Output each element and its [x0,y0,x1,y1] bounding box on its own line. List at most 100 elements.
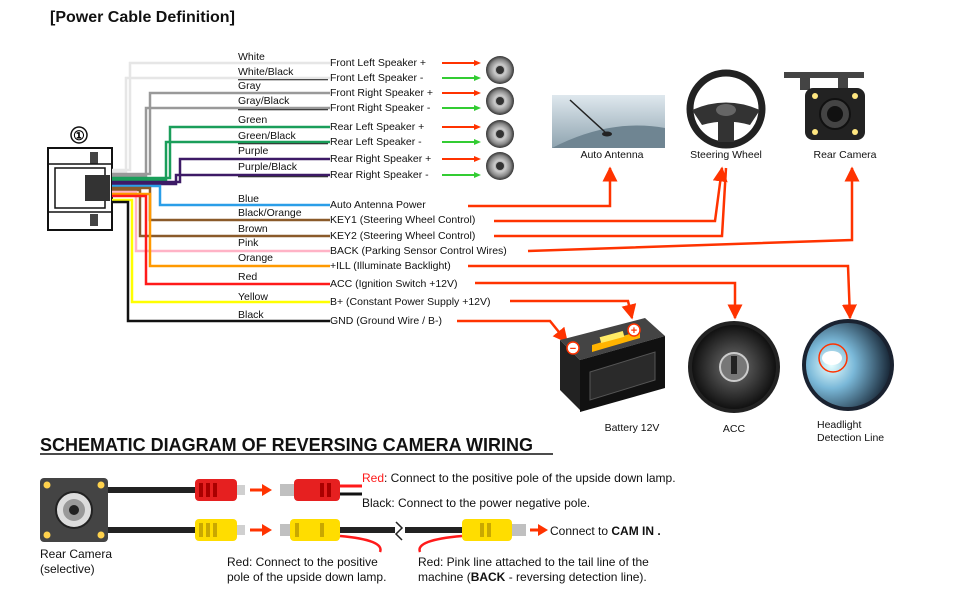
speaker-arrow [474,105,481,111]
wire-line [112,61,330,172]
power-cable-row [108,479,362,501]
red-left-note-1: Red: Connect to the positive [227,555,378,569]
rear-camera-icon [784,72,865,140]
red-right-note-2a: machine ( [418,570,471,584]
steering-wheel-icon [686,69,766,149]
wire-line [112,125,330,180]
wire-color-label: Red [238,271,257,283]
red-right-note-2b: BACK [471,570,506,584]
wire-function-label: Front Right Speaker - [330,102,431,114]
speaker-arrow [474,60,481,66]
battery-minus-sign: − [570,343,576,355]
black-note: Black: Connect to the power negative pol… [362,496,590,510]
wire-line [112,188,330,238]
svg-text:Red: Connect to the positive p: Red: Connect to the positive pole of the… [362,471,676,485]
wire-color-label: Gray [238,80,262,92]
wire-color-label: Orange [238,252,273,264]
speaker-arrow [474,75,481,81]
svg-text:machine (BACK - reversing dete: machine (BACK - reversing detection line… [418,570,647,584]
antenna-label: Auto Antenna [580,149,643,161]
acc-switch-image [688,321,780,413]
svg-text:Connect to CAM IN .: Connect to CAM IN . [550,524,661,538]
speaker-center [496,66,504,74]
headlight-label-1: Headlight [817,419,861,431]
red-left-note-2: pole of the upside down lamp. [227,570,386,584]
page-title: [Power Cable Definition] [50,9,235,26]
wire-color-label: Pink [238,237,259,249]
wire-color-label: Purple/Black [238,161,298,173]
wire-function-label: KEY1 (Steering Wheel Control) [330,214,475,226]
schematic-camera-label-1: Rear Camera [40,547,112,561]
wire-function-label: Rear Left Speaker - [330,136,422,148]
wire-function-label: Rear Right Speaker - [330,169,429,181]
wire-color-label: White/Black [238,66,294,78]
wire-function-label: Rear Left Speaker + [330,121,424,133]
battery-label: Battery 12V [605,422,660,434]
steering-wheel-label: Steering Wheel [690,149,762,161]
speaker-group [442,56,514,180]
speaker-arrow [474,139,481,145]
wire-line [112,192,330,268]
wire-color-label: Blue [238,193,259,205]
wire-function-label: KEY2 (Steering Wheel Control) [330,230,475,242]
wire-line [112,157,330,184]
auto-antenna-image [552,95,665,148]
wire-function-label: Auto Antenna Power [330,199,426,211]
wire-function-label: BACK (Parking Sensor Control Wires) [330,245,507,257]
wire-function-label: Rear Right Speaker + [330,153,431,165]
wire-color-label: Black [238,309,264,321]
wire-function-label: Front Left Speaker - [330,72,424,84]
headlight-label-2: Detection Line [817,432,884,444]
wire-color-label: Green [238,114,267,126]
wire-line [112,194,330,286]
cam-in-bold: CAM IN . [611,524,660,538]
battery-plus-sign: + [631,325,637,337]
red-right-note-2c: - reversing detection line). [505,570,646,584]
schematic-title: SCHEMATIC DIAGRAM OF REVERSING CAMERA WI… [40,435,533,455]
wire-line [112,184,330,207]
wire-function-label: Front Right Speaker + [330,87,433,99]
red-note-prefix: Red [362,471,384,485]
connector-number: ① [73,128,85,143]
red-note-rest: : Connect to the positive pole of the up… [384,471,676,485]
wire-line [112,76,330,174]
wire-color-label: Gray/Black [238,95,290,107]
device-links [457,166,860,344]
wire-color-label: Green/Black [238,130,297,142]
red-right-note-1: Red: Pink line attached to the tail line… [418,555,649,569]
speaker-arrow [474,156,481,162]
schematic-camera-image [40,478,108,542]
battery-image: − + [560,318,665,412]
wire-line [112,190,330,253]
wire-function-label: Front Left Speaker + [330,57,426,69]
rear-camera-label: Rear Camera [813,149,876,161]
wire-line [112,140,330,182]
wire-line [112,91,330,176]
wire-color-label: White [238,51,265,63]
wire-color-label: Purple [238,145,269,157]
speaker-center [496,130,504,138]
harness-connector: ① [47,126,113,231]
speaker-arrow [474,90,481,96]
wire-line [112,106,330,178]
wire-color-label: Brown [238,223,268,235]
wire-function-label: GND (Ground Wire / B-) [330,315,442,327]
wire-line [112,198,330,304]
schematic-camera-label-2: (selective) [40,562,95,576]
wire-line [112,173,330,186]
acc-label: ACC [723,423,746,435]
video-cable-row [108,519,548,553]
speaker-center [496,97,504,105]
wire-color-label: Black/Orange [238,207,302,219]
speaker-arrow [474,124,481,130]
wire-color-label: Yellow [238,291,268,303]
speaker-arrow [474,172,481,178]
wire-function-label: ACC (Ignition Switch +12V) [330,278,458,290]
headlight-image [802,319,894,411]
wire-function-label: +ILL (Illuminate Backlight) [330,260,451,272]
speaker-center [496,162,504,170]
cam-in-prefix: Connect to [550,524,611,538]
wire-function-label: B+ (Constant Power Supply +12V) [330,296,491,308]
